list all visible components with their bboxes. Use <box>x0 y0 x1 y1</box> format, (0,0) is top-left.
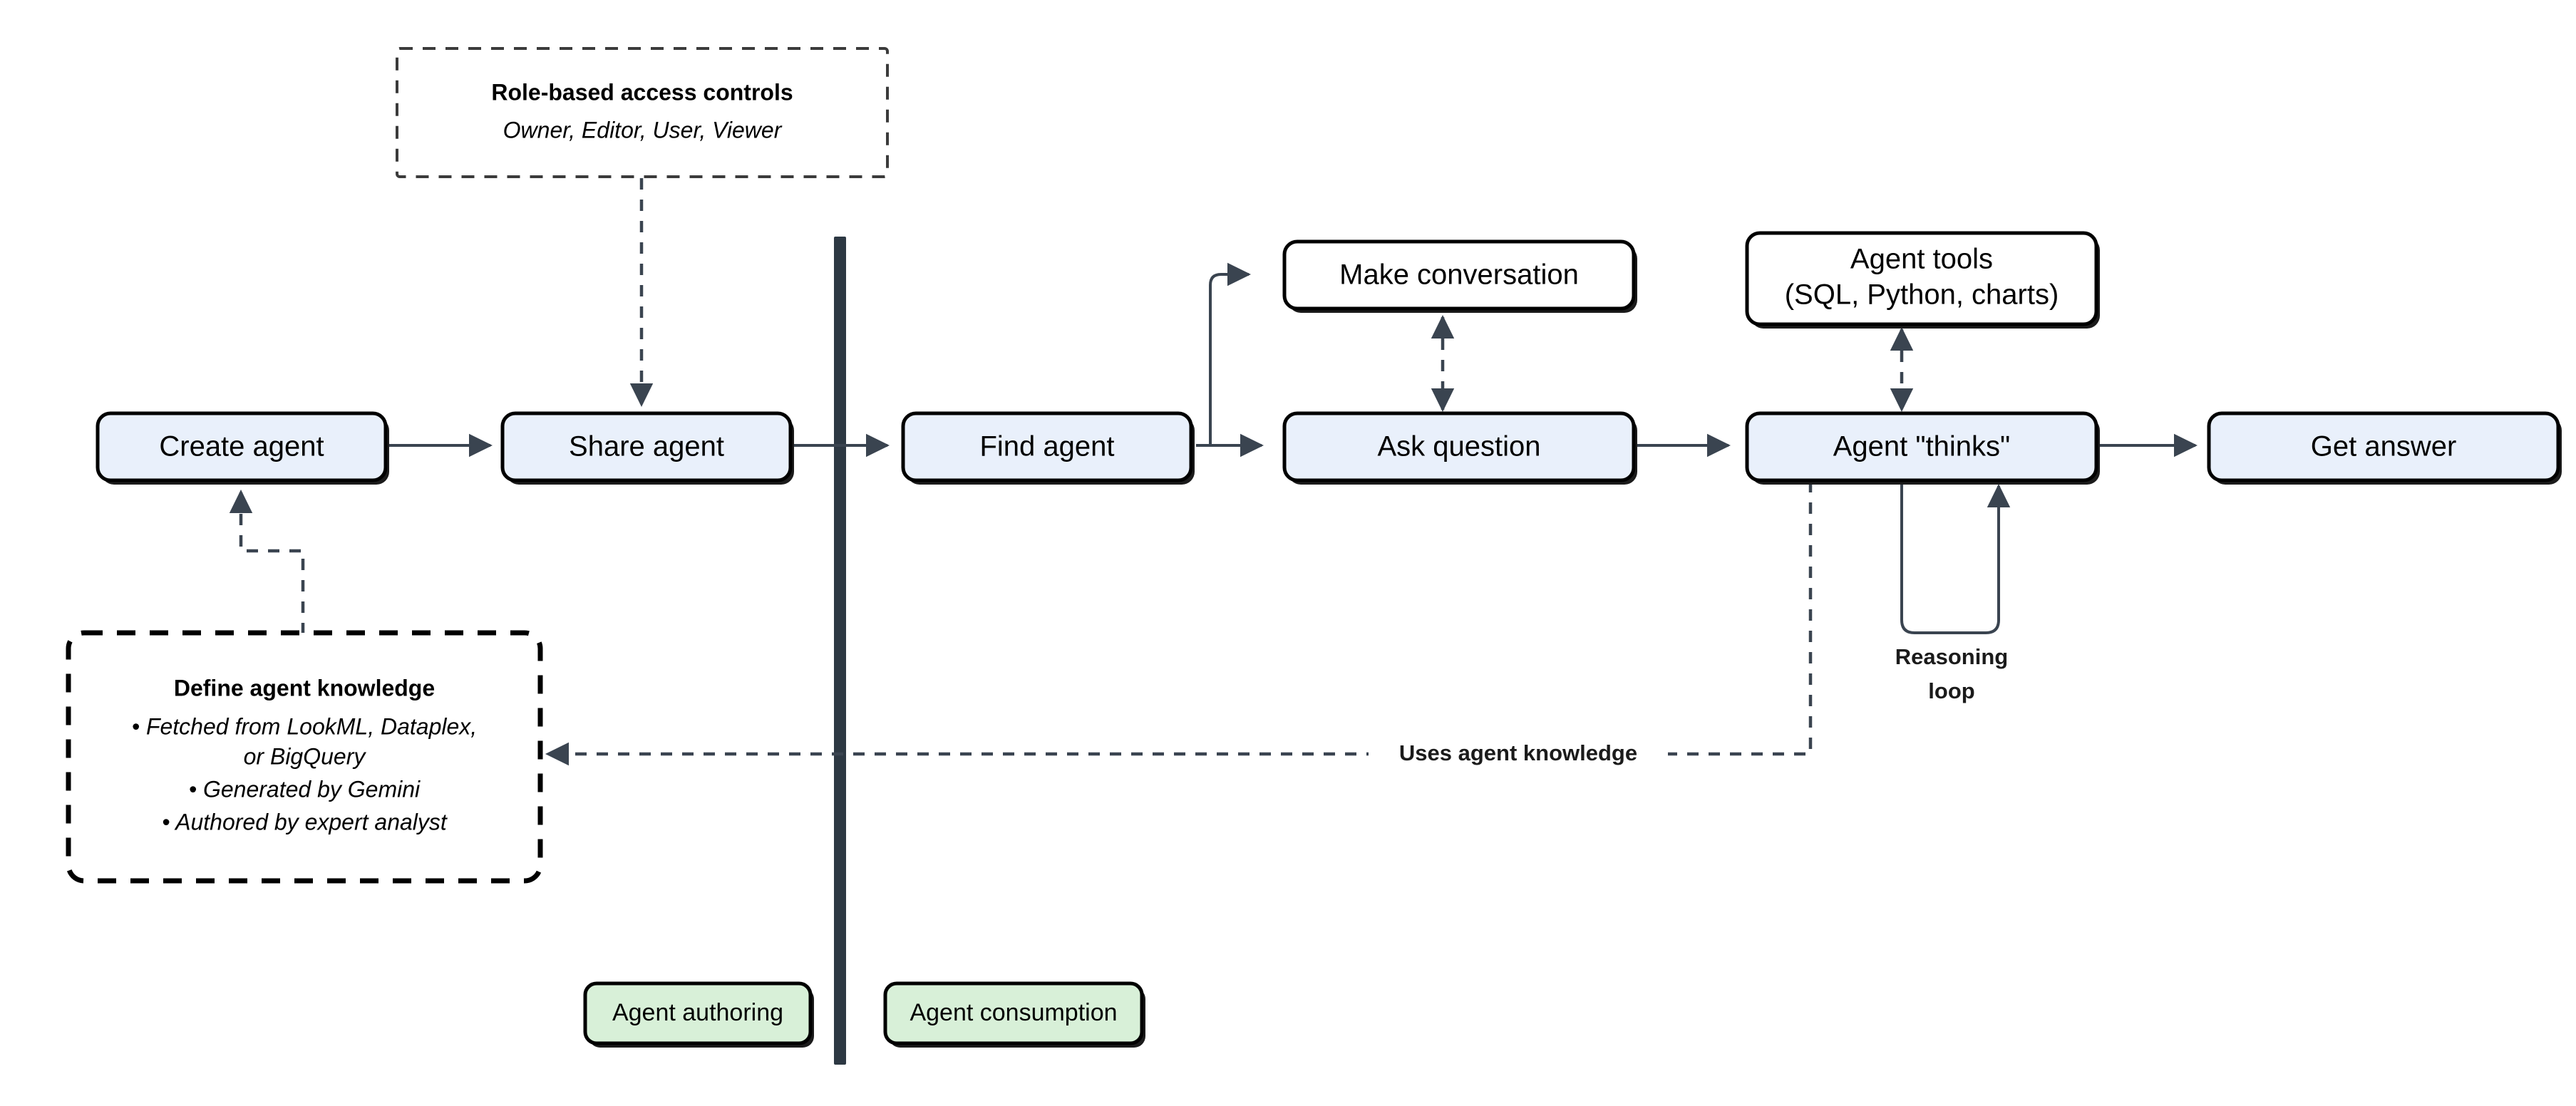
node-get-answer-label: Get answer <box>2311 431 2457 462</box>
node-make-conversation-label: Make conversation <box>1339 259 1579 291</box>
note-role-based-access-controls: Role-based access controls Owner, Editor… <box>396 47 889 178</box>
edge-find-to-make-conversation <box>1209 262 1251 445</box>
node-find-agent-label: Find agent <box>979 431 1114 462</box>
section-divider <box>834 237 846 1065</box>
node-ask-question-label: Ask question <box>1377 431 1540 462</box>
node-get-answer[interactable]: Get answer <box>2207 411 2562 485</box>
edge-reasoning-loop <box>1900 481 2011 634</box>
node-create-agent-label: Create agent <box>159 431 324 462</box>
edge-label-uses-agent-knowledge: Uses agent knowledge <box>1369 737 1668 771</box>
legend-agent-authoring[interactable]: Agent authoring <box>583 981 814 1048</box>
legend-agent-authoring-label: Agent authoring <box>612 999 783 1026</box>
edge-label-uses-agent-knowledge-text: Uses agent knowledge <box>1399 740 1637 765</box>
note-rbac-title: Role-based access controls <box>491 79 793 105</box>
note-knowledge-line-0: • Fetched from LookML, Dataplex, <box>132 713 477 739</box>
node-find-agent[interactable]: Find agent <box>901 411 1195 485</box>
node-make-conversation[interactable]: Make conversation <box>1282 239 1637 313</box>
note-knowledge-line-1: or BigQuery <box>244 743 367 769</box>
edge-uses-agent-knowledge <box>545 481 1813 766</box>
edge-label-reasoning-loop: Reasoning loop <box>1895 644 2008 703</box>
note-knowledge-title: Define agent knowledge <box>174 675 435 701</box>
node-agent-tools-label-line1: Agent tools <box>1850 244 1993 275</box>
node-agent-tools[interactable]: Agent tools (SQL, Python, charts) <box>1745 231 2100 329</box>
note-knowledge-line-2: • Generated by Gemini <box>189 776 421 802</box>
node-agent-tools-label-line2: (SQL, Python, charts) <box>1785 279 2059 311</box>
note-knowledge-line-3: • Authored by expert analyst <box>162 809 448 834</box>
node-share-agent[interactable]: Share agent <box>500 411 794 485</box>
legend-agent-consumption-label: Agent consumption <box>910 999 1117 1026</box>
note-define-agent-knowledge: Define agent knowledge • Fetched from Lo… <box>66 630 543 884</box>
node-create-agent[interactable]: Create agent <box>96 411 389 485</box>
edge-label-reasoning-loop-line1: Reasoning <box>1895 644 2008 669</box>
node-share-agent-label: Share agent <box>569 431 724 462</box>
node-agent-thinks-label: Agent "thinks" <box>1833 431 2011 462</box>
note-rbac-line-0: Owner, Editor, User, Viewer <box>503 117 783 143</box>
edge-knowledge-to-create-agent <box>229 490 305 634</box>
node-ask-question[interactable]: Ask question <box>1282 411 1637 485</box>
node-agent-thinks[interactable]: Agent "thinks" <box>1745 411 2100 485</box>
edge-label-reasoning-loop-line2: loop <box>1928 678 1974 703</box>
legend-agent-consumption[interactable]: Agent consumption <box>883 981 1145 1048</box>
